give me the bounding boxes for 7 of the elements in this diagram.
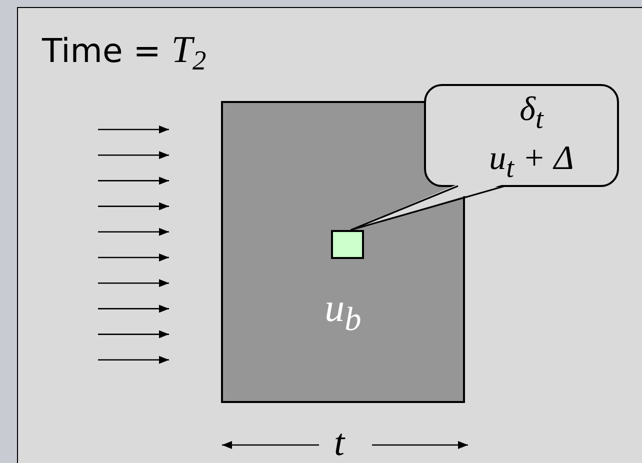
block-rectangle <box>221 101 465 403</box>
title: Time = T$_{2}$ <box>42 28 206 77</box>
dimension-label: t <box>334 424 345 462</box>
velocity-label: u$_{b}$ <box>324 288 362 336</box>
callout-text: u$_{t}$ + Δ <box>488 138 575 184</box>
callout-text: δ$_{t}$ <box>518 90 545 135</box>
element-square <box>331 230 364 259</box>
